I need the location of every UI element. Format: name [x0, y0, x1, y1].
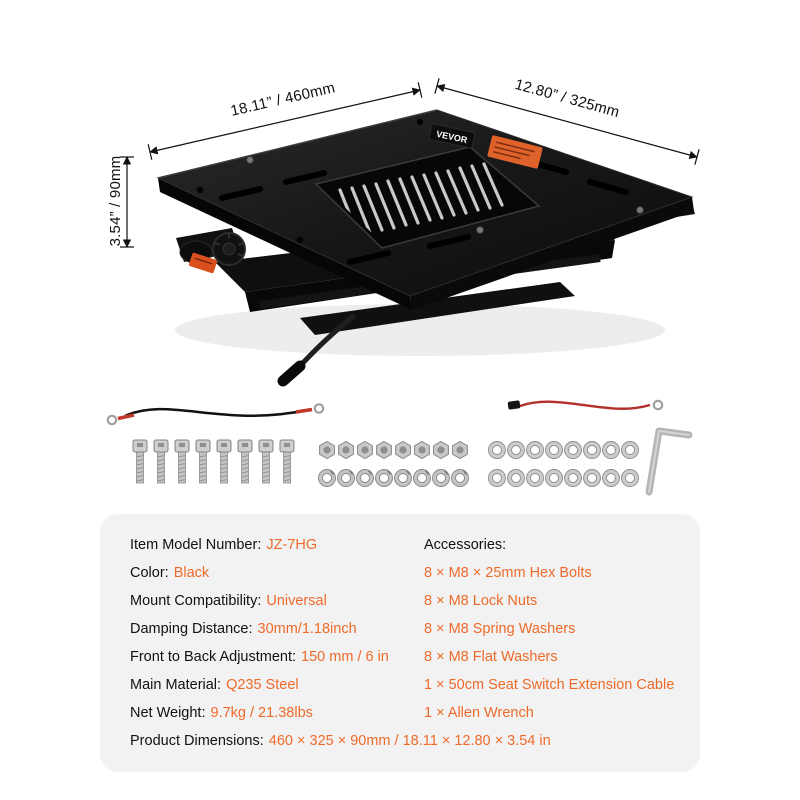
accessories-column: Accessories: 8 × M8 × 25mm Hex Bolts 8 ×… — [424, 531, 690, 727]
spec-value: 150 mm / 6 in — [301, 649, 389, 665]
spec-label: Damping Distance: — [130, 621, 253, 637]
spec-label: Mount Compatibility: — [130, 593, 262, 609]
accessory-item: 8 × M8 Lock Nuts — [424, 593, 538, 609]
spec-value: Black — [173, 565, 210, 581]
spec-row-adjustment: Front to Back Adjustment:150 mm / 6 in — [130, 643, 424, 671]
vevor-sticker: VEVOR — [428, 123, 476, 149]
accessory-item: 1 × 50cm Seat Switch Extension Cable — [424, 677, 675, 693]
spring-washers-row — [316, 467, 471, 489]
spec-value: 30mm/1.18inch — [257, 621, 357, 637]
spec-label: Color: — [130, 565, 169, 581]
seat-switch-extension-cable — [106, 403, 325, 426]
spec-value: JZ-7HG — [266, 537, 318, 553]
spec-row-material: Main Material:Q235 Steel — [130, 671, 424, 699]
spec-row-color: Color:Black — [130, 559, 424, 587]
spec-label: Net Weight: — [130, 705, 206, 721]
flat-washers-rows — [486, 439, 641, 489]
product-shadow — [175, 304, 665, 356]
spec-label: Main Material: — [130, 677, 222, 693]
dimension-height-label: 3.54” / 90mm — [107, 155, 124, 247]
spec-value: Universal — [266, 593, 327, 609]
spec-value: 460 × 325 × 90mm / 18.11 × 12.80 × 3.54 … — [268, 733, 551, 749]
lock-nuts-row — [319, 441, 468, 459]
product-photo: VEVOR — [120, 78, 700, 387]
red-extension-wire — [507, 399, 664, 411]
plate-edge-right — [410, 197, 694, 310]
dimension-line-height — [120, 156, 134, 248]
damping-springs — [314, 146, 541, 249]
dimension-line-width — [147, 82, 423, 160]
dimension-line-depth — [434, 78, 700, 165]
release-handle — [277, 313, 357, 387]
adjustment-knob — [176, 228, 246, 274]
plate-edge-left — [158, 178, 412, 310]
spec-row-model: Item Model Number:JZ-7HG — [130, 531, 424, 559]
spec-row-compatibility: Mount Compatibility:Universal — [130, 587, 424, 615]
warning-sticker — [487, 135, 543, 169]
accessory-item: 8 × M8 Flat Washers — [424, 649, 558, 665]
spec-value: Q235 Steel — [226, 677, 299, 693]
hardware-photo — [106, 399, 693, 496]
allen-wrench — [645, 427, 693, 496]
accessories-title: Accessories: — [424, 537, 507, 553]
spec-row-weight: Net Weight:9.7kg / 21.38lbs — [130, 699, 424, 727]
spec-card: Item Model Number:JZ-7HG Color:Black Mou… — [100, 514, 700, 772]
hex-bolts-row — [132, 439, 295, 484]
spec-row-dimensions: Product Dimensions:460 × 325 × 90mm / 18… — [130, 727, 700, 755]
accessory-item: 8 × M8 × 25mm Hex Bolts — [424, 565, 592, 581]
spec-value: 9.7kg / 21.38lbs — [210, 705, 313, 721]
spec-row-damping: Damping Distance:30mm/1.18inch — [130, 615, 424, 643]
spec-label: Product Dimensions: — [130, 733, 264, 749]
spec-label: Front to Back Adjustment: — [130, 649, 297, 665]
spec-column-left: Item Model Number:JZ-7HG Color:Black Mou… — [130, 531, 424, 727]
accessory-item: 8 × M8 Spring Washers — [424, 621, 576, 637]
spec-label: Item Model Number: — [130, 537, 262, 553]
accessory-item: 1 × Allen Wrench — [424, 705, 534, 721]
